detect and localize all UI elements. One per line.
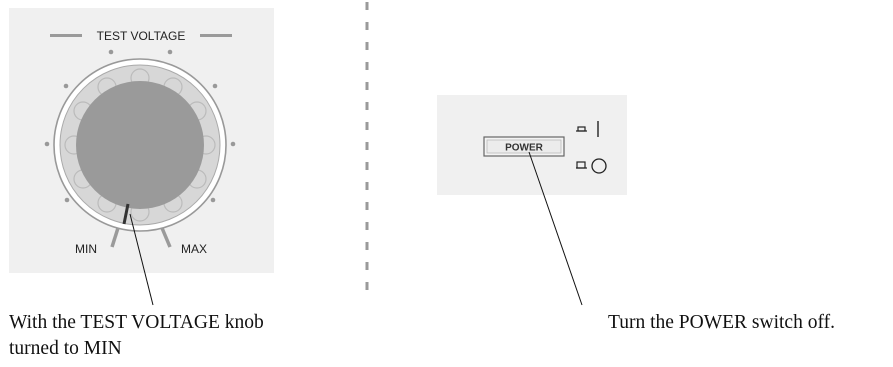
scale-dot [212, 83, 218, 89]
scale-dot [44, 141, 50, 147]
knob-leader-line [129, 213, 154, 306]
max-mark [160, 227, 172, 248]
dial-scale-dots [44, 49, 236, 203]
power-leader-line [528, 151, 583, 306]
title-bar-left [50, 34, 82, 37]
knob-indicator-line [122, 203, 130, 225]
test-voltage-knob[interactable] [53, 58, 227, 232]
test-voltage-title: TEST VOLTAGE [97, 29, 186, 43]
max-label: MAX [181, 242, 207, 256]
power-button-label: POWER [505, 143, 544, 154]
scale-dot [63, 83, 69, 89]
min-label: MIN [75, 242, 97, 256]
off-symbol-icon [576, 158, 607, 174]
caption-power-instruction: Turn the POWER switch off. [608, 312, 835, 333]
min-mark [110, 227, 120, 248]
title-bar-right [200, 34, 232, 37]
scale-dot [167, 49, 173, 55]
scale-dot [108, 49, 114, 55]
caption-knob-instruction: With the TEST VOLTAGE knob turned to MIN [9, 312, 264, 359]
scale-dot [210, 197, 216, 203]
on-symbol-icon [576, 121, 599, 137]
scale-dot [64, 197, 70, 203]
scale-dot [230, 141, 236, 147]
power-button[interactable]: POWER [483, 136, 565, 157]
knob-face [76, 81, 204, 209]
